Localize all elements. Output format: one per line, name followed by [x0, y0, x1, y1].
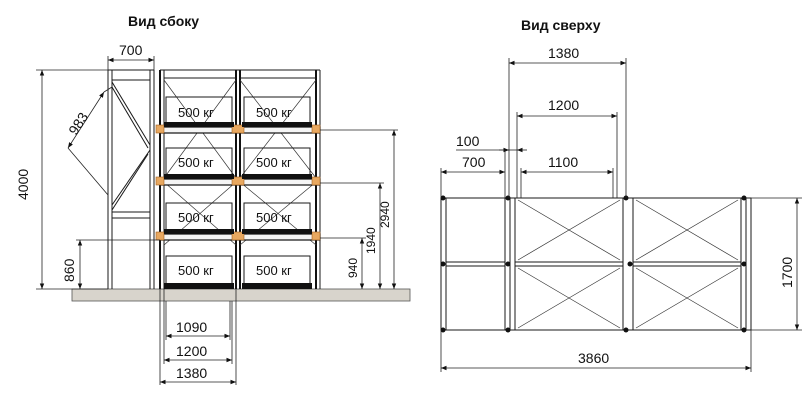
- dim-top-beam-inner: 1200: [548, 97, 579, 113]
- load-label: 500 кг: [178, 210, 214, 225]
- dim-top-bay-outer: 1380: [548, 45, 579, 61]
- side-dimensions: [36, 56, 398, 385]
- beams: [155, 124, 321, 241]
- load-label: 500 кг: [178, 105, 214, 120]
- dim-beam-inner: 1200: [176, 343, 207, 359]
- dim-height-total: 4000: [15, 169, 31, 200]
- top-frames: [440, 197, 752, 331]
- dim-top-gap: 100: [456, 133, 480, 149]
- load-label: 500 кг: [178, 263, 214, 278]
- load-label: 500 кг: [256, 105, 292, 120]
- side-frame: [107, 69, 155, 289]
- dim-first-level: 860: [61, 258, 77, 282]
- top-dimensions: [440, 58, 802, 372]
- dim-level-1940: 1940: [364, 227, 378, 254]
- dim-level-2940: 2940: [378, 201, 392, 228]
- dim-top-frame-depth: 700: [462, 154, 486, 170]
- load-label: 500 кг: [256, 210, 292, 225]
- dim-diagonal: 983: [65, 109, 91, 137]
- dim-bay-outer: 1380: [176, 365, 207, 381]
- pallet-loads: [164, 96, 312, 289]
- load-label: 500 кг: [256, 155, 292, 170]
- top-posts: [440, 195, 747, 333]
- load-label: 500 кг: [178, 155, 214, 170]
- floor: [71, 288, 411, 302]
- dim-pallet-width: 1090: [176, 319, 207, 335]
- dim-top-bay-clear: 1100: [548, 154, 578, 170]
- load-label: 500 кг: [256, 263, 292, 278]
- dim-frame-depth: 700: [119, 42, 143, 58]
- dim-top-length-total: 3860: [578, 350, 609, 366]
- dim-top-depth-total: 1700: [779, 257, 795, 288]
- dim-level-940: 940: [346, 258, 360, 278]
- top-view-title: Вид сверху: [521, 17, 601, 33]
- side-view-title: Вид сбоку: [128, 13, 199, 29]
